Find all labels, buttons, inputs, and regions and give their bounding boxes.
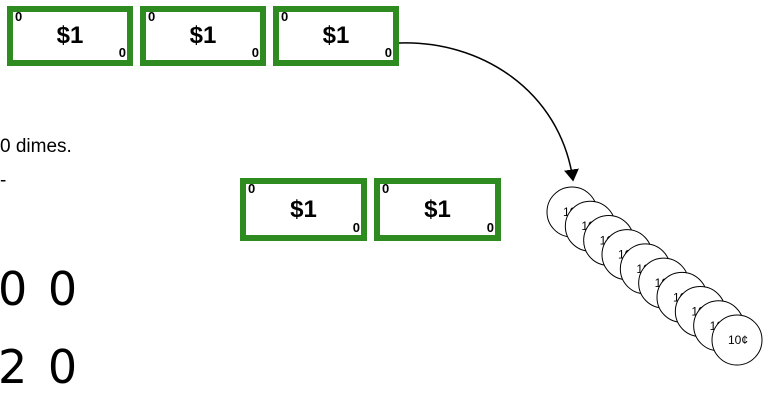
exchange-arrow — [398, 42, 579, 182]
dimes-text: 0 dimes. — [0, 136, 72, 157]
digits-row-1: 0 0 — [0, 262, 81, 316]
bill-value: $1 — [424, 195, 451, 223]
bill-value: $1 — [189, 22, 217, 49]
bill-value: $1 — [322, 22, 350, 49]
dollar-bill-mid-1: 0 $1 0 — [240, 178, 367, 241]
partial-line-text: - — [0, 170, 7, 191]
dime-label: 10¢ — [728, 333, 748, 347]
dollar-bill-mid-2: 0 $1 0 — [374, 178, 501, 241]
bill-corner-mark: 0 — [281, 9, 289, 24]
bill-corner-mark: 0 — [486, 220, 494, 235]
bill-corner-mark: 0 — [15, 9, 23, 24]
bill-value: $1 — [56, 22, 84, 49]
dime-stack: 10¢10¢10¢10¢10¢10¢10¢10¢10¢10¢ — [546, 186, 763, 366]
bill-corner-mark: 0 — [382, 181, 390, 196]
bill-corner-mark: 0 — [352, 220, 360, 235]
bill-corner-mark: 0 — [384, 45, 392, 60]
bill-corner-mark: 0 — [148, 9, 156, 24]
dollar-bill-top-1: 0 $1 0 — [7, 6, 133, 66]
coin-diagram: 10¢10¢10¢10¢10¢10¢10¢10¢10¢10¢ — [398, 42, 763, 366]
bill-corner-mark: 0 — [248, 181, 256, 196]
dollar-bill-top-3: 0 $1 0 — [273, 6, 399, 66]
bill-value: $1 — [290, 195, 317, 223]
bill-corner-mark: 0 — [118, 45, 126, 60]
bill-corner-mark: 0 — [251, 45, 259, 60]
dollar-bill-top-2: 0 $1 0 — [140, 6, 266, 66]
dime-coin — [711, 314, 763, 366]
